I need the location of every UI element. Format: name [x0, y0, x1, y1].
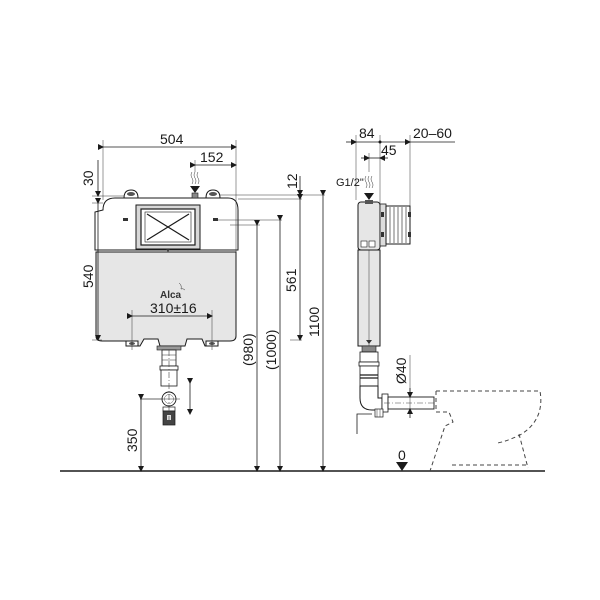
floor-level-marker-icon	[396, 462, 408, 471]
inlet-arrow-icon	[190, 186, 200, 193]
side-water-flow-icon	[364, 175, 374, 189]
toilet-outline	[436, 390, 542, 444]
side-elbow	[359, 385, 383, 411]
dim-top-gap-12: 12	[284, 173, 300, 189]
dim-depth-84: 84	[359, 125, 375, 141]
label-inlet-thread: G1/2"	[336, 177, 364, 189]
dim-1000: (1000)	[263, 330, 279, 370]
front-view: Alca 504 152 30 540	[80, 131, 326, 472]
dim-1100: 1100	[306, 307, 322, 337]
dim-mount-spacing: 310±16	[150, 300, 197, 316]
dim-adjust-20-60: 20–60	[413, 125, 452, 141]
dim-width-504: 504	[160, 131, 184, 147]
brand-logo: Alca	[160, 290, 182, 301]
label-floor-level: 0	[398, 447, 406, 463]
dim-inlet-offset-152: 152	[200, 149, 224, 165]
dim-561: 561	[283, 268, 299, 292]
water-flow-icon	[190, 171, 200, 185]
side-inlet-arrow-icon	[364, 193, 374, 200]
dim-tank-height-540: 540	[80, 264, 96, 288]
dim-top-30: 30	[80, 170, 96, 186]
side-view: 84 20–60 45 G1/2" Ø40 0	[336, 125, 542, 472]
dim-inlet-offset-45: 45	[381, 142, 397, 158]
dim-drain-diameter: Ø40	[393, 357, 409, 384]
brand-swirl-icon	[178, 282, 186, 291]
dim-980: (980)	[240, 333, 256, 366]
water-inlet	[191, 192, 199, 199]
dim-outlet-350: 350	[124, 428, 140, 452]
